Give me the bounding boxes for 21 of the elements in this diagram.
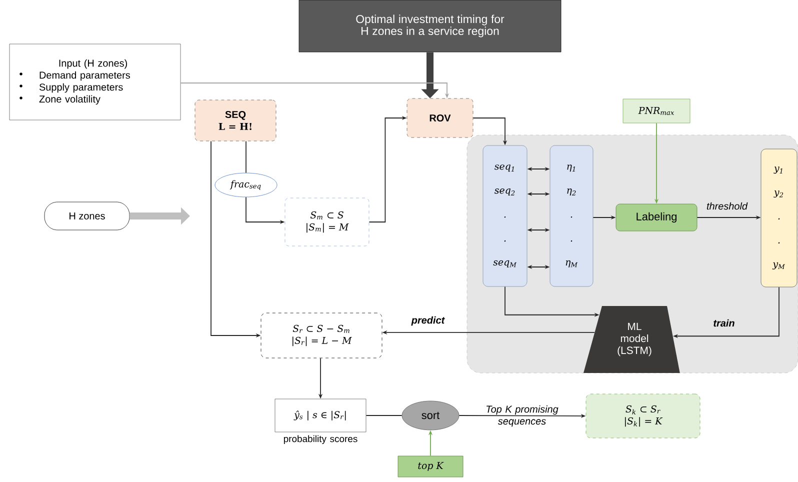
caption-text: probability scores [284,435,358,444]
process-box: SEQ L = H! [194,100,276,142]
parameter-box: PNR$_{max}$ [622,98,690,124]
parameter-box: top K [398,456,464,478]
sequence-column: seq$_{1}$ seq$_{2}$ . . seq$_{M}$ [482,145,528,287]
title-box: Optimal investment timing for H zones in a service region [298,0,562,52]
label-column: y$_{1}$ y$_{2}$ . . y$_{M}$ [760,148,798,288]
input-box: Input (H zones) Demand parameters Supply parameters Zone volatility [9,44,181,120]
score-column: η$_{1}$ η$_{2}$ . . η$_{M}$ [550,145,594,287]
edge-label: Top K promising sequences [486,405,558,427]
process-box: ROV [406,98,474,138]
edge-label: train [714,319,734,327]
set-box: S$_{m}$ ⊂ S |S$_{m}$| = M [284,198,370,246]
edge-label: predict [411,316,445,326]
process-box: Labeling [616,204,698,232]
model-trapezoid: ML model (LSTM) [583,306,680,373]
pill-box: H zones [44,202,130,230]
edge-label: threshold [706,202,748,210]
score-box: ŷ$_{s}$ | s ∈ |S$_{r}$| [274,398,366,432]
set-box: S$_{r}$ ⊂ S − S$_{m}$ |S$_{r}$| = L − M [260,312,382,358]
set-box: S$_{k}$ ⊂ S$_{r}$ |S$_{k}$| = K [586,394,700,438]
